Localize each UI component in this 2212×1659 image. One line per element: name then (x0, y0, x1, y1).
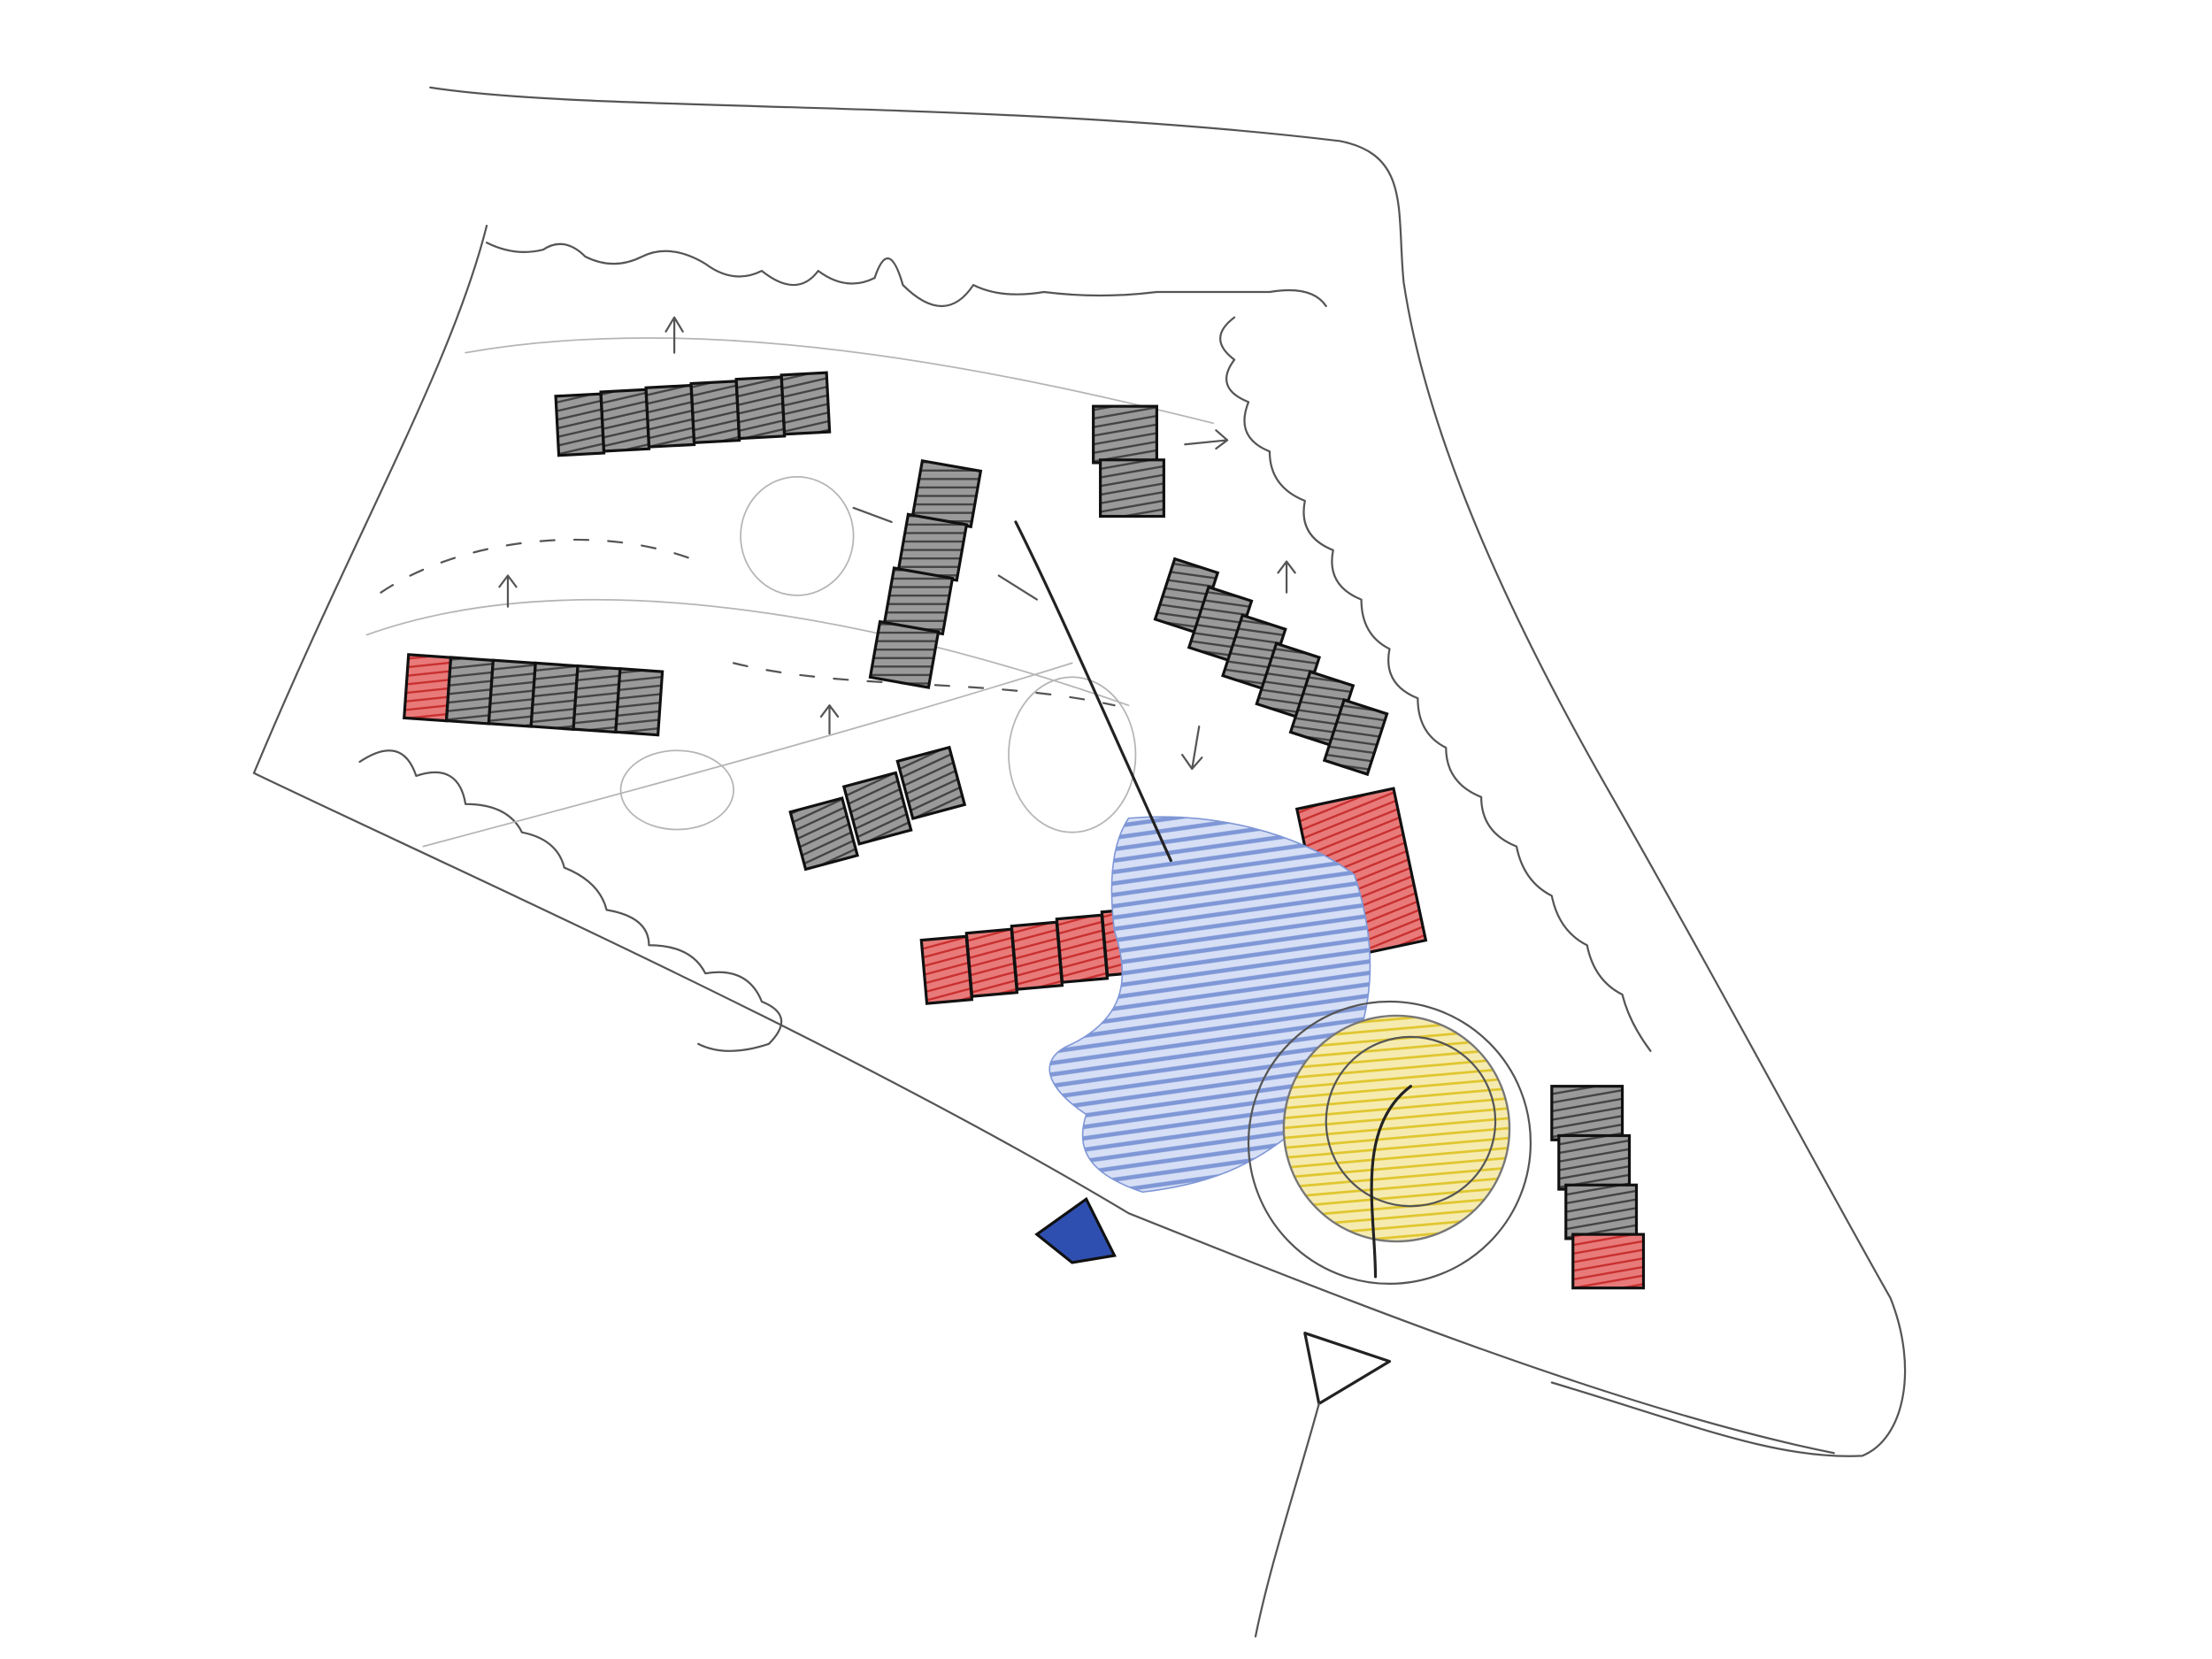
plaza-inner-ring (1325, 1035, 1497, 1208)
building-gray (841, 771, 913, 846)
building-gray (487, 658, 537, 728)
building-gray (572, 664, 622, 734)
building-gray (1092, 404, 1158, 465)
building-gray (614, 667, 664, 737)
tree-line-right (1219, 316, 1652, 1052)
building-red (964, 927, 1019, 998)
building-gray (529, 661, 580, 731)
direction-arrow-icon (498, 316, 1296, 771)
building-red (919, 934, 974, 1005)
building-row-east (1153, 557, 1389, 777)
building-row-west (403, 653, 664, 737)
building-stack-center (868, 458, 983, 689)
building-gray (644, 383, 696, 449)
tree-line-left (358, 749, 783, 1052)
site-edge (252, 224, 1835, 1455)
building-red (1571, 1233, 1646, 1290)
building-gray (1322, 698, 1389, 777)
building-red (1010, 920, 1064, 991)
building-pair-northeast (1092, 404, 1165, 518)
building-cluster-middle (788, 745, 967, 872)
entrance-arrow-icon (1034, 1196, 1117, 1264)
building-gray (1557, 1133, 1632, 1191)
building-gray (734, 375, 787, 441)
building-gray (1550, 1085, 1624, 1141)
building-gray (1099, 458, 1165, 518)
view-line (1254, 1402, 1320, 1638)
path-line-2 (1370, 1085, 1412, 1279)
viewpoint-triangle-icon (1303, 1332, 1392, 1406)
building-gray (444, 656, 495, 726)
plaza-circle (1282, 1014, 1511, 1243)
building-gray (780, 371, 832, 436)
building-gray (599, 388, 651, 453)
building-gray (1564, 1183, 1639, 1240)
faint-paths (365, 337, 1215, 848)
building-stack-southeast (1550, 1085, 1646, 1290)
building-row-north (554, 371, 832, 457)
building-gray (895, 745, 967, 821)
path-line (1014, 520, 1172, 863)
building-red (403, 653, 453, 723)
plaza-outline (1247, 1000, 1532, 1286)
building-gray (788, 796, 860, 872)
outer-boundary (429, 86, 1907, 1457)
tree-line-top (485, 242, 1327, 308)
building-gray (868, 619, 941, 689)
building-red (1055, 913, 1110, 984)
building-gray (689, 380, 741, 445)
building-gray (554, 392, 606, 457)
